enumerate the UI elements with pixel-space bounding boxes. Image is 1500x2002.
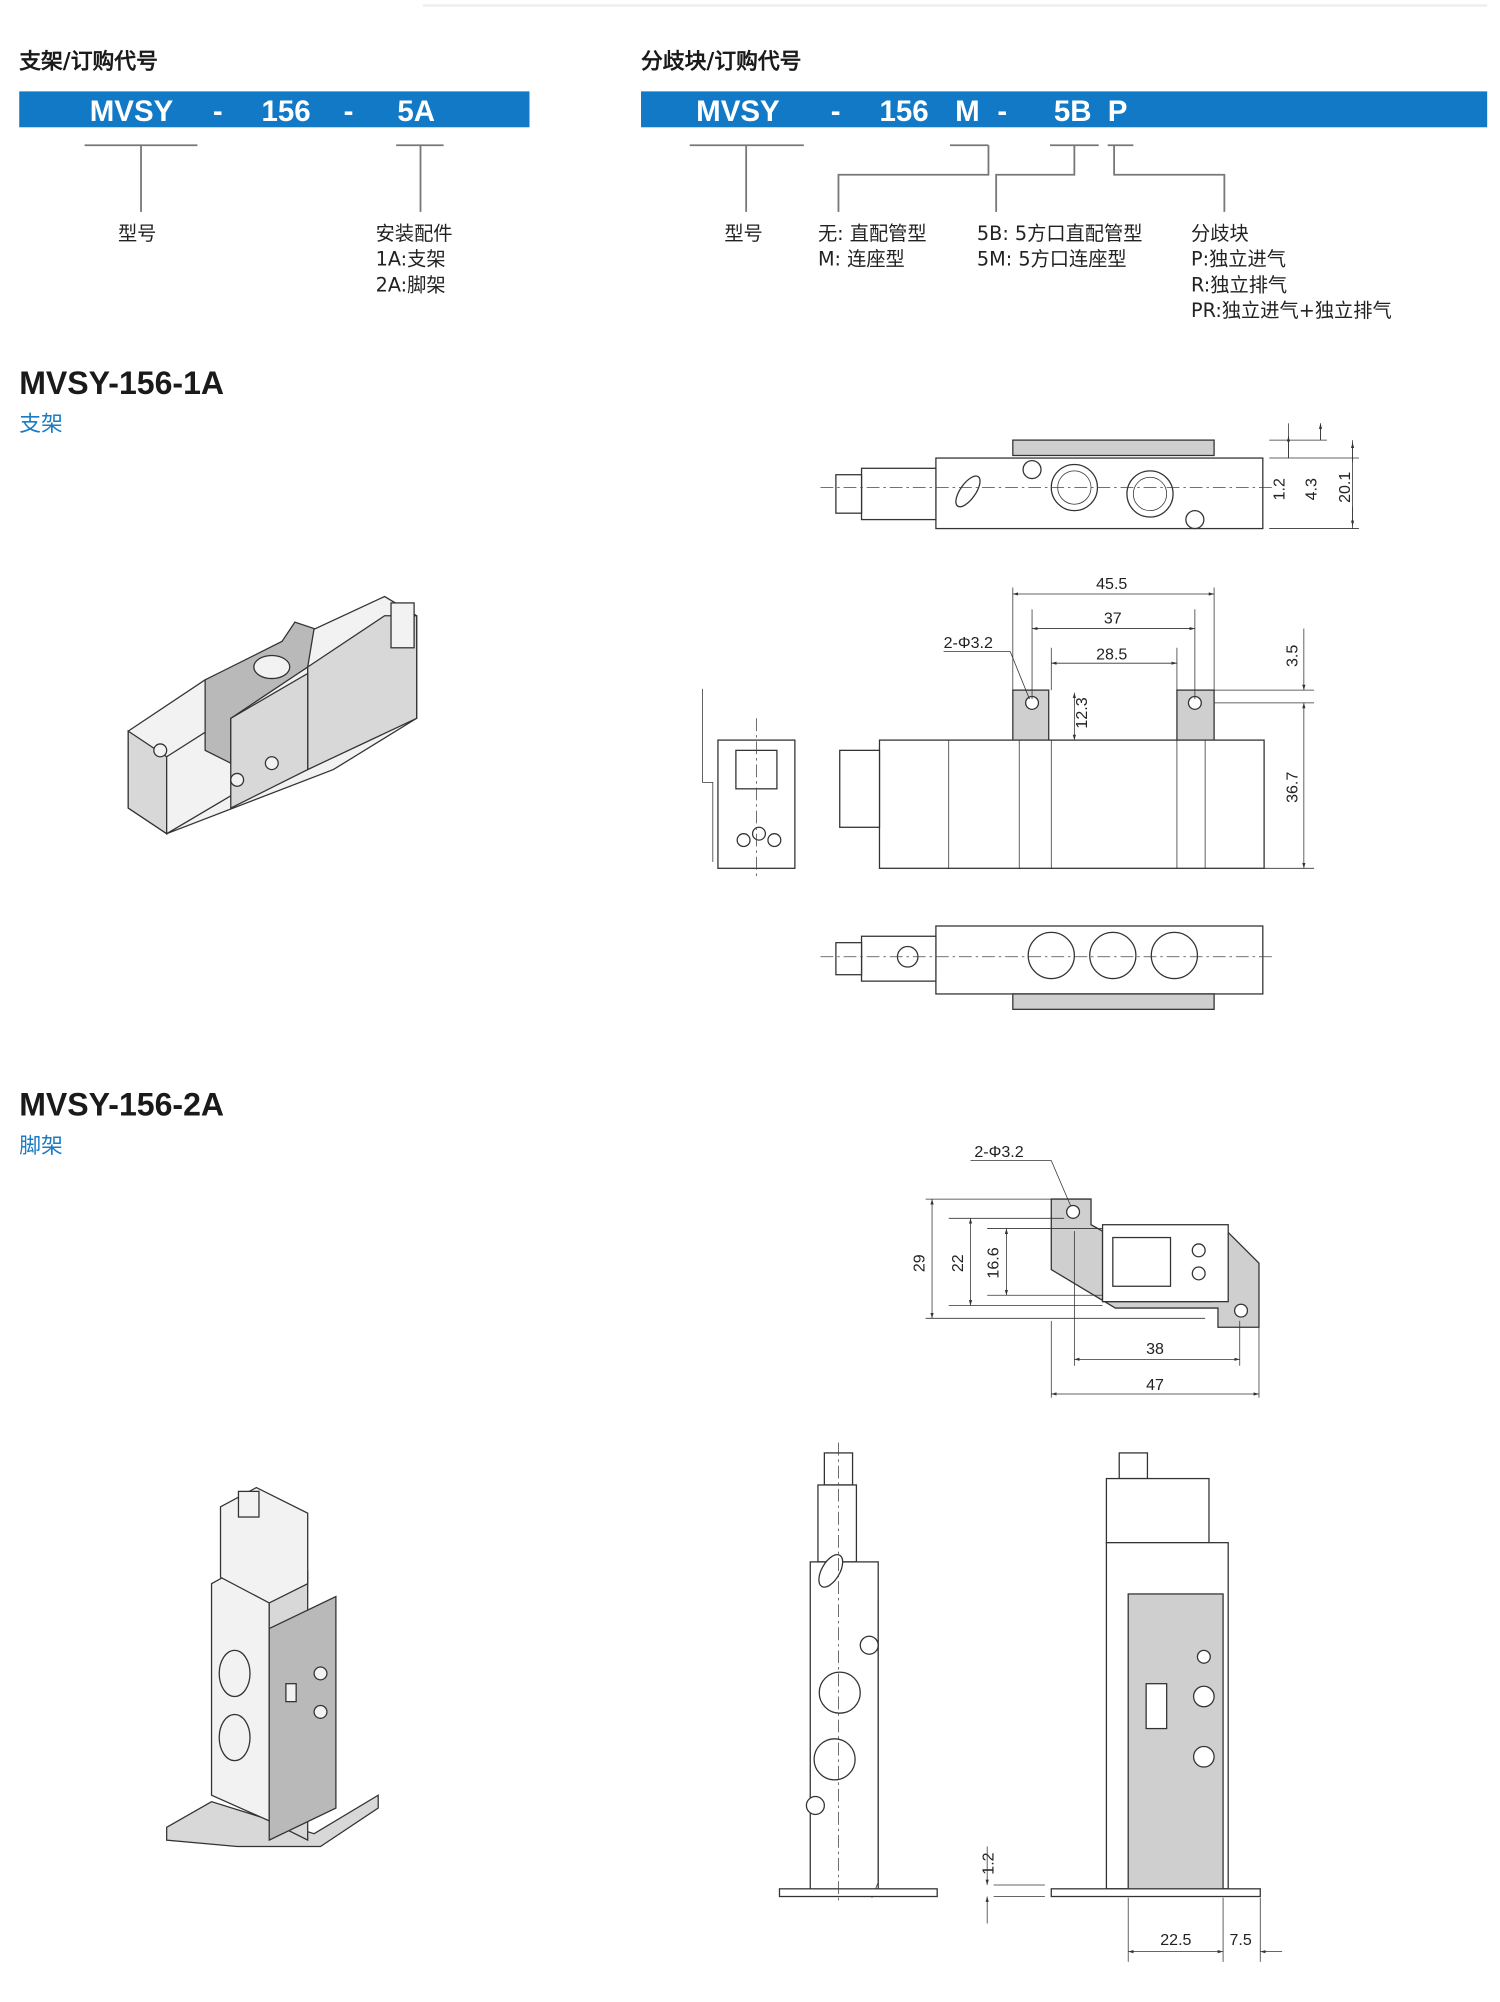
side-view-2a-right: 1.2 22.5 7.5 <box>980 1452 1283 1962</box>
callout-lines <box>84 144 444 212</box>
bracket-order-code: 支架/订购代号 MVSY - 156 - 5A 型号 安装配件 1A:支架 2A… <box>19 48 530 296</box>
end-view-1a <box>702 688 796 879</box>
type-option: M: 连座型 <box>818 248 905 271</box>
bracket-code-bar <box>19 91 530 128</box>
dim-label: 2-Φ3.2 <box>944 634 993 652</box>
dim-label: 45.5 <box>1096 575 1127 593</box>
dim-label: 37 <box>1104 609 1122 627</box>
top-view-2a: 2-Φ3.2 29 22 16.6 38 47 <box>910 1143 1260 1398</box>
section-title-1a: MVSY-156-1A <box>19 365 224 401</box>
dim-label: 47 <box>1146 1376 1164 1394</box>
dim-label: 22.5 <box>1160 1931 1191 1949</box>
dim-label: 1.2 <box>980 1852 998 1874</box>
block-option: PR:独立进气+独立排气 <box>1191 299 1392 322</box>
code-part: - <box>213 95 223 128</box>
manifold-code-bar <box>641 91 1488 128</box>
accessory-option: 1A:支架 <box>376 248 446 271</box>
dim-label: 29 <box>910 1254 928 1272</box>
dim-label: 4.3 <box>1303 478 1321 500</box>
port-option: 5M: 5方口连座型 <box>977 248 1127 271</box>
dim-label: 36.7 <box>1283 772 1301 803</box>
code-part: 5A <box>397 95 435 128</box>
bracket-order-heading: 支架/订购代号 <box>19 48 158 74</box>
top-view-1a: 1.2 4.3 20.1 <box>820 423 1359 530</box>
dim-label: 2-Φ3.2 <box>974 1143 1023 1161</box>
valve-render-1a <box>127 595 418 835</box>
dim-label: 7.5 <box>1229 1931 1251 1949</box>
dim-label: 28.5 <box>1096 645 1127 663</box>
model-label: 型号 <box>118 222 156 245</box>
code-part: P <box>1108 95 1128 128</box>
code-part: - <box>344 95 354 128</box>
section-title-2a: MVSY-156-2A <box>19 1087 224 1123</box>
manifold-order-heading: 分歧块/订购代号 <box>641 48 801 74</box>
code-part: - <box>997 95 1007 128</box>
dim-label: 3.5 <box>1283 645 1301 667</box>
dim-label: 16.6 <box>985 1247 1003 1278</box>
type-option: 无: 直配管型 <box>818 222 927 245</box>
block-option: R:独立排气 <box>1191 273 1287 296</box>
code-part: M <box>955 95 980 128</box>
manifold-order-code: 分歧块/订购代号 MVSY - 156 M - 5B P 型号 无: 直配管型 … <box>641 48 1488 322</box>
valve-render-2a <box>166 1486 379 1848</box>
accessory-label: 安装配件 <box>376 222 453 245</box>
code-part: 156 <box>262 95 311 128</box>
dim-label: 22 <box>949 1254 967 1272</box>
bottom-view-1a <box>820 925 1276 1010</box>
block-option: P:独立进气 <box>1191 248 1286 271</box>
section-subtitle-2a: 脚架 <box>19 1134 63 1159</box>
dim-label: 20.1 <box>1336 472 1354 503</box>
callout-lines <box>689 144 1226 212</box>
section-subtitle-1a: 支架 <box>19 412 63 437</box>
front-view-1a: 45.5 37 28.5 2-Φ3.2 12.3 3.5 36.7 <box>839 575 1315 869</box>
accessory-option: 2A:脚架 <box>376 273 446 296</box>
code-part: 156 <box>879 95 928 128</box>
block-label: 分歧块 <box>1191 222 1249 245</box>
dim-label: 38 <box>1146 1340 1164 1358</box>
side-view-2a-left <box>778 1442 938 1905</box>
model-label: 型号 <box>724 222 762 245</box>
code-part: - <box>831 95 841 128</box>
code-part: MVSY <box>696 95 780 128</box>
port-option: 5B: 5方口直配管型 <box>977 222 1143 245</box>
code-part: 5B <box>1054 95 1092 128</box>
dim-label: 1.2 <box>1271 478 1289 500</box>
dim-label: 12.3 <box>1073 697 1091 728</box>
code-part: MVSY <box>90 95 174 128</box>
